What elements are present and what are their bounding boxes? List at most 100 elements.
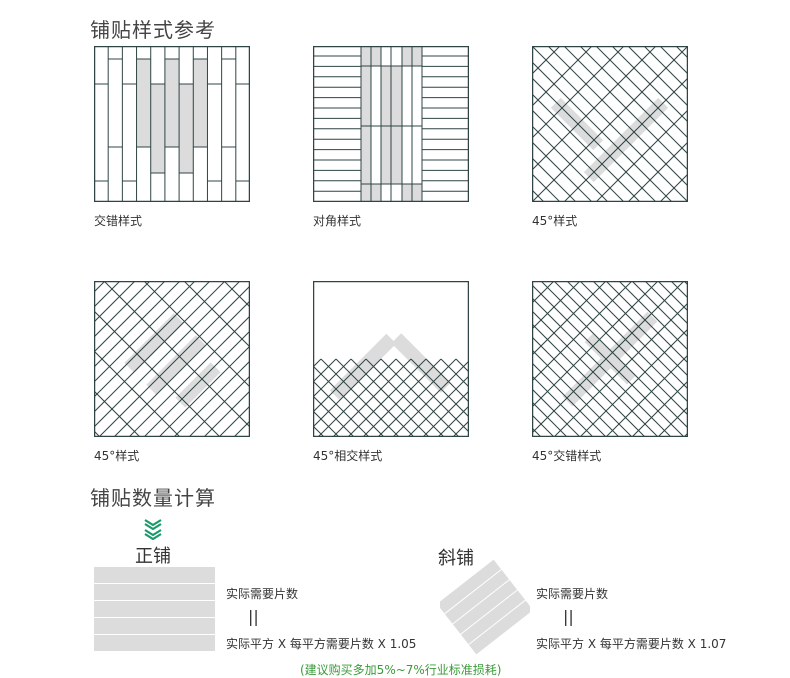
pattern-label: 45°交错样式 — [532, 449, 602, 463]
tile-seam — [332, 358, 412, 437]
diagonal-title: 斜铺 — [438, 548, 474, 569]
tiles — [94, 46, 250, 202]
tile-seam — [365, 358, 445, 437]
tile-seam — [532, 281, 685, 434]
tile-seam — [103, 281, 250, 428]
tile-seam — [547, 46, 688, 187]
tile-seam — [158, 345, 250, 437]
tile-seam — [94, 350, 181, 437]
tile-seam — [425, 358, 469, 403]
tile-seam — [422, 390, 469, 437]
tile-seam — [320, 358, 400, 437]
tile-seam — [532, 375, 594, 437]
tile-seam — [532, 46, 657, 171]
pattern-border — [313, 281, 469, 437]
tile-seam — [611, 46, 688, 123]
tile-seam — [532, 323, 646, 437]
tile-seam — [532, 349, 620, 437]
tile-seam — [188, 375, 250, 437]
tile-seam — [395, 358, 469, 433]
tile-seam — [532, 401, 568, 437]
diagonal-tiles-illustration — [440, 560, 530, 655]
pattern-border — [94, 46, 250, 202]
tile-seam — [659, 46, 688, 75]
tile-seam — [627, 46, 688, 107]
tile-seam — [540, 281, 688, 429]
tile-seam — [313, 395, 355, 437]
tiles — [532, 46, 688, 202]
pattern-label: 45°样式 — [532, 214, 578, 228]
pattern-label: 45°样式 — [94, 449, 140, 463]
tile-seam — [553, 302, 688, 437]
tile-seam — [313, 380, 370, 437]
tile-seam — [350, 358, 430, 437]
tile-seam — [143, 281, 250, 388]
pattern-border — [94, 281, 250, 437]
tile-seam — [532, 46, 593, 107]
tile-seam — [335, 358, 415, 437]
tile-seam — [532, 173, 561, 202]
pattern-label: 对角样式 — [313, 214, 362, 228]
tile-seam — [452, 420, 469, 437]
tile-seam — [94, 281, 226, 413]
gray-tile — [179, 84, 194, 173]
tile-seam — [532, 46, 561, 75]
tile-seam — [595, 109, 688, 202]
diagonal-line1: 实际需要片数 — [536, 587, 609, 601]
tile-seam — [644, 281, 688, 325]
tile-seam — [410, 358, 469, 418]
gray-tile — [136, 59, 151, 147]
tile-seam — [98, 285, 250, 437]
pattern-label: 45°相交样式 — [313, 449, 383, 463]
tile-seam — [532, 427, 542, 437]
tile-seam — [532, 157, 577, 202]
pattern-herringbone-45 — [313, 281, 469, 437]
tile-seam — [313, 358, 367, 413]
gray-tile — [175, 362, 221, 408]
tiles — [532, 281, 688, 437]
tile-seam — [94, 281, 241, 428]
tile-seam — [94, 390, 141, 437]
tile-seam — [627, 141, 688, 202]
pattern-basket-45 — [532, 46, 688, 202]
gray-tile — [150, 84, 165, 173]
tile-seam — [532, 281, 659, 408]
section-title-calculation: 铺贴数量计算 — [90, 486, 216, 510]
tile-seam — [579, 328, 688, 437]
tile-seam — [532, 93, 641, 202]
tile-seam — [362, 358, 442, 437]
tile-seam — [532, 281, 633, 382]
diagonal-formula: 实际平方 X 每平方需要片数 X 1.07 — [536, 637, 727, 651]
tile-seam — [407, 375, 469, 437]
tile-seam — [392, 360, 469, 437]
gray-tile — [124, 313, 184, 373]
pattern-border — [532, 46, 688, 202]
straight-line1: 实际需要片数 — [226, 587, 299, 601]
tile-seam — [532, 46, 688, 202]
straight-title: 正铺 — [135, 546, 171, 567]
tile-seam — [313, 410, 340, 437]
tile-seam — [113, 300, 250, 437]
tile-seam — [566, 281, 688, 403]
straight-tiles-illustration — [94, 567, 215, 651]
tile-seam — [532, 281, 607, 356]
tile-seam — [94, 281, 196, 383]
tiles — [94, 281, 250, 437]
loss-note: (建议购买多加5%~7%行业标准损耗) — [300, 663, 502, 677]
tile-seam — [532, 297, 672, 437]
gray-tile — [391, 333, 451, 393]
tile-seam — [659, 173, 688, 202]
pattern-staggered — [94, 46, 250, 202]
tile-seam — [532, 46, 625, 139]
tile-seam — [579, 46, 688, 155]
straight-formula: 实际平方 X 每平方需要片数 X 1.05 — [226, 637, 417, 651]
tile-seam — [218, 405, 250, 437]
tile-seam — [183, 281, 250, 348]
tile-seam — [128, 315, 250, 437]
tile-seam — [173, 360, 250, 437]
tile-seam — [440, 358, 469, 388]
tile-seam — [437, 405, 469, 437]
diagonal-equals: || — [563, 607, 574, 626]
tile-seam — [380, 358, 460, 437]
tile-seam — [313, 358, 382, 428]
